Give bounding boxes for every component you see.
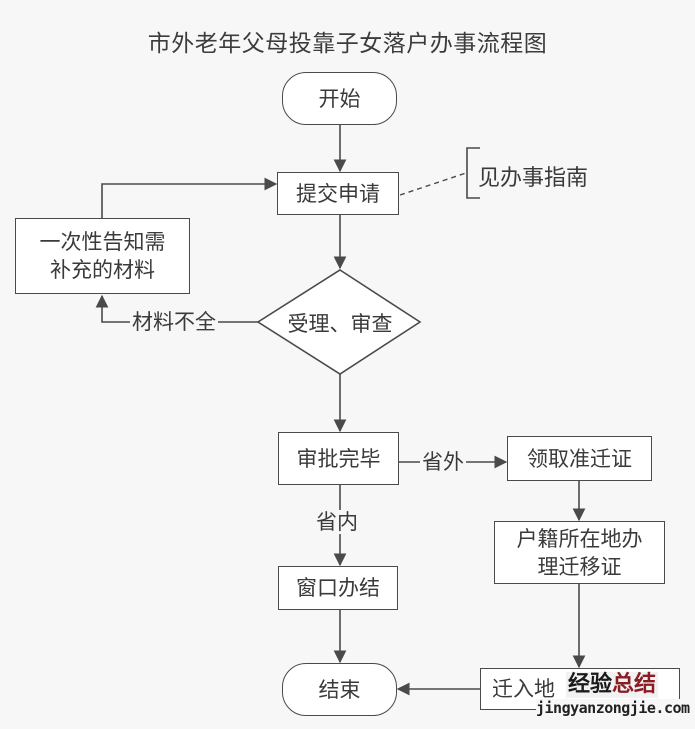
node-move-in-label: 迁入地 [492, 677, 555, 701]
edge-submit-to-annotation [399, 172, 467, 196]
node-submit-application: 提交申请 [277, 172, 399, 215]
node-window-complete: 窗口办结 [278, 566, 398, 610]
node-notify-materials: 一次性告知需 补充的材料 [15, 218, 190, 294]
diagram-title: 市外老年父母投靠子女落户办事流程图 [147, 31, 548, 57]
node-approved: 审批完毕 [278, 432, 399, 485]
annotation-bracket [466, 147, 480, 199]
node-start-label: 开始 [318, 86, 361, 111]
edge-notify-to-submit [101, 177, 278, 218]
watermark: 经验总结 jingyanzongjie.com [536, 672, 690, 724]
watermark-chinese: 经验总结 [566, 672, 659, 698]
edge-label-in-province: 省内 [314, 510, 360, 534]
watermark-cn-part1: 经验 [568, 672, 613, 697]
node-end-label: 结束 [318, 677, 361, 702]
node-approved-label: 审批完毕 [296, 446, 381, 471]
node-notify-line2: 补充的材料 [50, 258, 155, 282]
node-end: 结束 [282, 663, 397, 716]
watermark-url: jingyanzongjie.com [536, 699, 690, 717]
edge-label-out-of-province: 省外 [420, 450, 466, 474]
node-review-label: 受理、审查 [287, 312, 393, 336]
node-register-line1: 户籍所在地办 [516, 526, 643, 551]
node-register-line2: 理迁移证 [537, 554, 622, 579]
node-notify-line1: 一次性告知需 [39, 230, 166, 254]
node-permit-label: 领取准迁证 [527, 446, 632, 471]
node-permit: 领取准迁证 [507, 436, 652, 481]
edge-label-incomplete: 材料不全 [130, 310, 218, 334]
node-window-label: 窗口办结 [296, 576, 380, 600]
node-start: 开始 [282, 72, 397, 125]
watermark-cn-part2: 总结 [612, 672, 657, 697]
node-register-migration: 户籍所在地办 理迁移证 [494, 521, 665, 584]
node-submit-label: 提交申请 [296, 181, 380, 206]
annotation-text: 见办事指南 [478, 166, 589, 191]
